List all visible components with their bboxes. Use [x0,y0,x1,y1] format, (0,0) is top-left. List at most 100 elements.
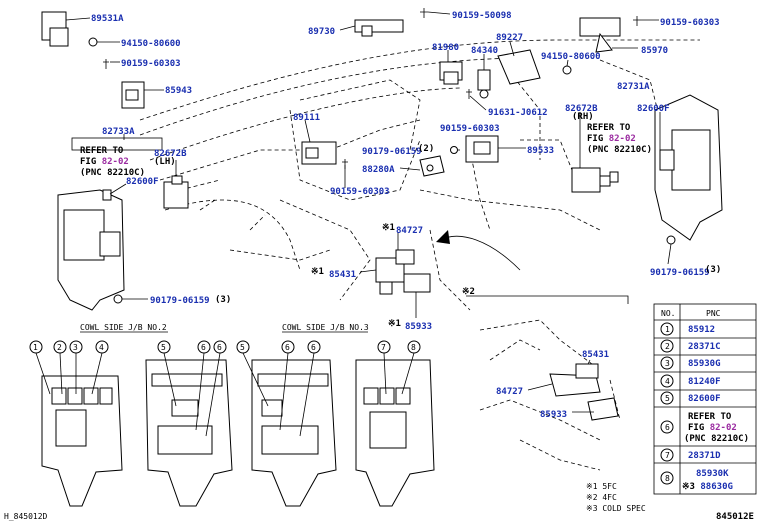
svg-text:FIG 82-02: FIG 82-02 [587,134,636,144]
svg-text:3: 3 [665,359,670,368]
mark-2: ※2 [462,287,475,297]
part-number-link-82672B[interactable]: 82672B [565,104,598,114]
svg-text:1: 1 [665,325,670,334]
inset-frame [466,295,629,471]
svg-text:7: 7 [665,451,670,460]
side-label-lh: (LH) [154,157,176,167]
nut-90179 [113,294,123,304]
bolt-90159-50098 [420,8,428,18]
nut-94150 [88,37,98,47]
module-82731A [654,94,723,241]
arrow-head [436,230,450,244]
part-82672B-left [163,175,189,209]
svg-text:FIG 82-02: FIG 82-02 [80,157,129,167]
svg-text:6: 6 [285,343,290,352]
qty-label: (3) [215,295,231,305]
part-number-link-90159-50098[interactable]: 90159-50098 [452,11,512,21]
svg-text:6: 6 [311,343,316,352]
part-number-link-81980[interactable]: 81980 [432,43,459,53]
part-number-link-94150-80600[interactable]: 94150-80600 [541,52,601,62]
qty-label: (2) [418,144,434,154]
legend-pnc-link[interactable]: 85912 [688,325,715,335]
part-number-link-90179-06159[interactable]: 90179-06159 [362,147,422,157]
part-number-link-89531A[interactable]: 89531A [91,14,124,24]
svg-text:4: 4 [665,377,670,386]
legend-pnc-link[interactable]: 28371D [688,451,721,461]
part-number-link-85933[interactable]: 85933 [405,322,432,332]
part-84340 [477,69,491,99]
part-number-link-82672B[interactable]: 82672B [154,149,187,159]
jb-no3-rear [251,359,337,507]
legend-header-no: NO. [661,309,675,318]
mark-1: ※1 [382,223,395,233]
mark-1: ※1 [311,267,324,277]
footer-id-left: H_845012D [4,512,48,521]
jb-no3-front [355,359,435,507]
legend-pnc-link[interactable]: 88630G [700,482,733,492]
part-number-link-90159-60303[interactable]: 90159-60303 [660,18,720,28]
part-number-link-94150-80600[interactable]: 94150-80600 [121,39,181,49]
bracket-outline [71,137,163,151]
part-number-link-85431[interactable]: 85431 [582,350,609,360]
fig-link[interactable]: 82-02 [609,134,636,144]
part-85943 [121,81,145,109]
part-number-link-82600F[interactable]: 82600F [126,177,159,187]
part-number-link-84727[interactable]: 84727 [496,387,523,397]
svg-text:8: 8 [665,474,670,483]
part-89533 [465,135,499,163]
part-89227 [497,49,541,85]
part-number-link-88280A[interactable]: 88280A [362,165,395,175]
part-number-link-90159-60303[interactable]: 90159-60303 [121,59,181,69]
legend-pnc-link[interactable]: 82600F [688,394,721,404]
part-number-link-91631-J0612[interactable]: 91631-J0612 [488,108,548,118]
part-number-link-84340[interactable]: 84340 [471,46,498,56]
svg-text:4: 4 [99,343,104,352]
svg-text:2: 2 [665,342,670,351]
fig-link[interactable]: 82-02 [710,423,737,433]
footer-id-right: 845012E [716,512,754,522]
part-number-link-84727[interactable]: 84727 [396,226,423,236]
svg-text:1: 1 [33,343,38,352]
part-number-link-82733A[interactable]: 82733A [102,127,135,137]
svg-text:6: 6 [665,423,670,432]
part-81980 [439,61,463,85]
svg-text:(PNC 82210C): (PNC 82210C) [587,145,652,155]
part-number-link-89111[interactable]: 89111 [293,113,320,123]
mark-1: ※1 [388,319,401,329]
part-number-link-90179-06159[interactable]: 90179-06159 [650,268,710,278]
jb-no2-front [41,375,123,507]
part-number-link-89730[interactable]: 89730 [308,27,335,37]
part-88280A [419,155,445,177]
part-89111 [301,141,337,165]
qty-label: (3) [705,265,721,275]
part-number-link-85431[interactable]: 85431 [329,270,356,280]
nut-90179-right [666,235,676,245]
part-82600F-left [102,189,112,201]
part-number-link-90159-60303[interactable]: 90159-60303 [330,187,390,197]
part-89730 [354,19,404,37]
part-number-link-85933[interactable]: 85933 [540,410,567,420]
part-number-link-89533[interactable]: 89533 [527,146,554,156]
part-number-link-85970[interactable]: 85970 [641,46,668,56]
jb-no2-rear [145,359,233,507]
bolt-right [633,16,641,26]
part-number-link-85943[interactable]: 85943 [165,86,192,96]
note-3: ※3 COLD SPEC [586,504,646,513]
legend-rows: 1 85912 2 28371C 3 85930G 4 81240F 5 826… [665,325,749,492]
legend-pnc-link[interactable]: 81240F [688,377,721,387]
part-number-link-90159-60303[interactable]: 90159-60303 [440,124,500,134]
fig-link[interactable]: 82-02 [102,157,129,167]
svg-text:2: 2 [57,343,62,352]
nut-94150-right [562,65,572,75]
part-number-link-82731A[interactable]: 82731A [617,82,650,92]
legend-pnc-link[interactable]: 85930G [688,359,721,369]
leader-lines [65,11,672,413]
svg-text:5: 5 [665,394,670,403]
part-number-link-82600F[interactable]: 82600F [637,104,670,114]
legend-pnc-link[interactable]: 85930K [696,469,729,479]
svg-text:6: 6 [217,343,222,352]
part-number-link-89227[interactable]: 89227 [496,33,523,43]
legend-pnc-link[interactable]: 28371C [688,342,721,352]
bolt-90159 [103,59,109,69]
part-number-link-90179-06159[interactable]: 90179-06159 [150,296,210,306]
